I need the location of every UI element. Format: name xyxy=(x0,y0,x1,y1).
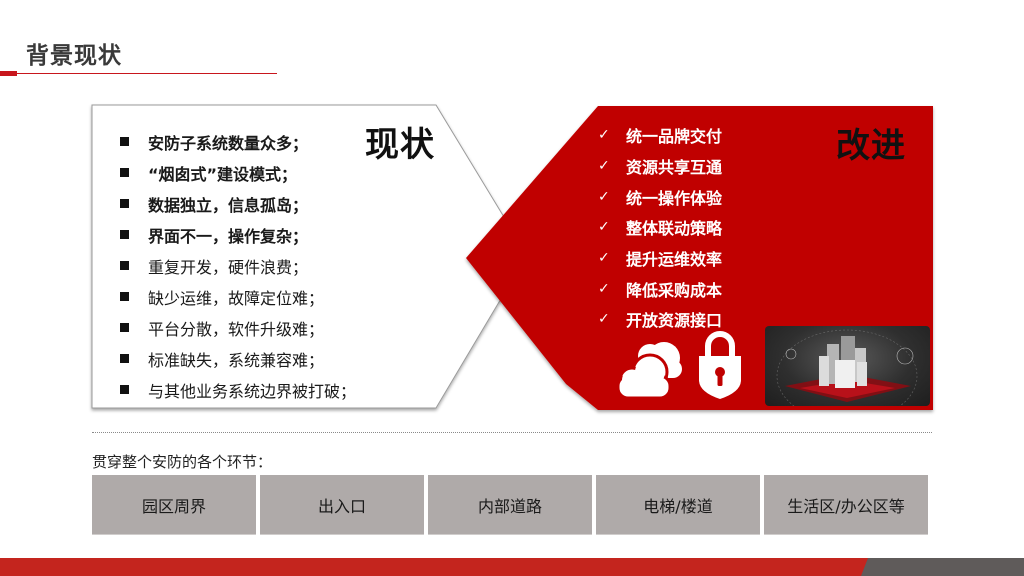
current-state-item: 重复开发，硬件浪费； xyxy=(120,250,356,281)
check-icon: ✓ xyxy=(598,311,610,328)
check-icon: ✓ xyxy=(598,280,610,297)
improvement-item: ✓降低采购成本 xyxy=(598,280,723,300)
cloud-icon xyxy=(612,336,688,404)
coverage-stages: 园区周界 出入口 内部道路 电梯/楼道 生活区/办公区等 xyxy=(92,475,928,535)
coverage-label: 贯穿整个安防的各个环节： xyxy=(92,453,273,471)
improvement-item: ✓统一操作体验 xyxy=(598,188,723,208)
square-bullet-icon xyxy=(120,261,129,270)
stage-box: 出入口 xyxy=(260,475,424,535)
square-bullet-icon xyxy=(120,199,129,208)
improvement-heading: 改进 xyxy=(836,126,906,166)
square-bullet-icon xyxy=(120,323,129,332)
section-divider xyxy=(92,432,932,433)
square-bullet-icon xyxy=(120,230,129,239)
square-bullet-icon xyxy=(120,385,129,394)
improvement-item: ✓整体联动策略 xyxy=(598,219,723,239)
footer-bar xyxy=(0,558,1024,576)
current-state-item: 数据独立，信息孤岛； xyxy=(120,188,356,219)
check-icon: ✓ xyxy=(598,219,610,236)
improvement-item: ✓资源共享互通 xyxy=(598,158,723,178)
stage-box: 生活区/办公区等 xyxy=(764,475,928,535)
stage-box: 电梯/楼道 xyxy=(596,475,760,535)
square-bullet-icon xyxy=(120,168,129,177)
current-state-item: 平台分散，软件升级难； xyxy=(120,312,356,343)
current-state-item: 与其他业务系统边界被打破； xyxy=(120,374,356,405)
improvement-item: ✓开放资源接口 xyxy=(598,311,723,331)
check-icon: ✓ xyxy=(598,188,610,205)
page-title: 背景现状 xyxy=(26,43,122,69)
current-state-item: 安防子系统数量众多； xyxy=(120,126,356,157)
current-state-item: “烟囱式”建设模式； xyxy=(120,157,356,188)
stage-box: 园区周界 xyxy=(92,475,256,535)
current-state-heading: 现状 xyxy=(365,125,435,165)
stage-box: 内部道路 xyxy=(428,475,592,535)
lock-icon xyxy=(697,330,743,404)
check-icon: ✓ xyxy=(598,250,610,267)
smart-city-image xyxy=(765,326,930,406)
square-bullet-icon xyxy=(120,137,129,146)
square-bullet-icon xyxy=(120,292,129,301)
check-icon: ✓ xyxy=(598,158,610,175)
title-underline xyxy=(17,73,277,74)
title-accent-bar xyxy=(0,71,17,76)
current-state-item: 缺少运维，故障定位难； xyxy=(120,281,356,312)
square-bullet-icon xyxy=(120,354,129,363)
current-state-list: 安防子系统数量众多； “烟囱式”建设模式； 数据独立，信息孤岛； 界面不一，操作… xyxy=(120,126,356,405)
current-state-item: 界面不一，操作复杂； xyxy=(120,219,356,250)
current-state-item: 标准缺失，系统兼容难； xyxy=(120,343,356,374)
check-icon: ✓ xyxy=(598,127,610,144)
improvement-list: ✓统一品牌交付 ✓资源共享互通 ✓统一操作体验 ✓整体联动策略 ✓提升运维效率 … xyxy=(598,120,722,335)
improvement-item: ✓提升运维效率 xyxy=(598,250,723,270)
improvement-item: ✓统一品牌交付 xyxy=(598,127,723,147)
